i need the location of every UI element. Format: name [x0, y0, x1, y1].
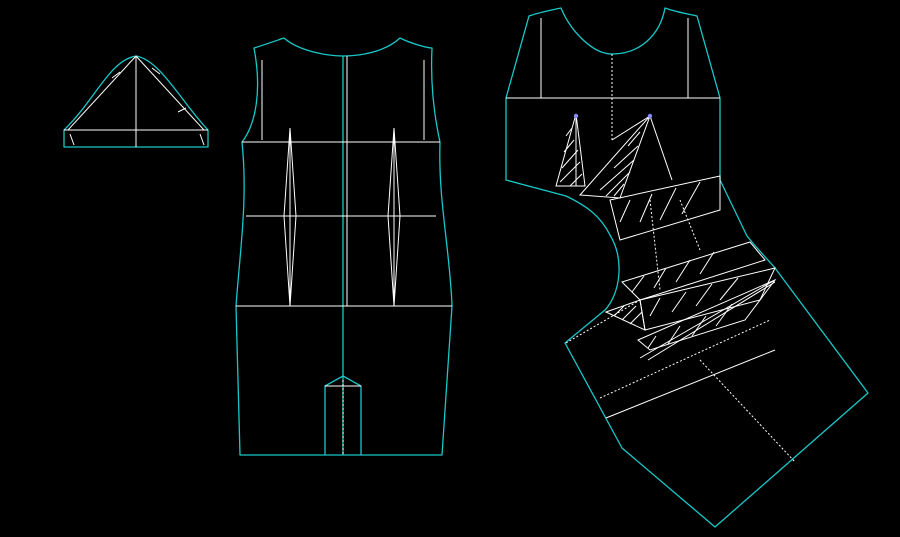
hatch [629, 311, 643, 325]
hatch [619, 199, 631, 223]
hatch [691, 315, 707, 337]
hatch [613, 183, 625, 197]
hip-guide [605, 349, 776, 419]
hatch [599, 159, 635, 191]
hatch [715, 303, 733, 327]
tuck-2-line [649, 115, 673, 181]
hatch [613, 145, 639, 169]
sleeve-outline [63, 55, 209, 148]
hatch [621, 305, 637, 321]
hatch [681, 181, 701, 215]
drape-fold-band-2 [621, 241, 766, 301]
sleeve-right-diagonal [135, 55, 205, 131]
drape-radial [639, 279, 776, 359]
hatch [719, 277, 739, 301]
back-vent [324, 375, 362, 455]
hatch [605, 171, 631, 197]
grain-line-dashed [649, 199, 661, 291]
hatch [627, 131, 641, 147]
drape-fold-band-1 [609, 175, 721, 241]
dress-front-back-piece [235, 37, 453, 456]
drape-radial [647, 281, 776, 361]
hatch [563, 139, 575, 153]
hatch [653, 267, 667, 289]
drape-fold-band-4 [637, 278, 777, 351]
tuck-2-line [611, 115, 651, 141]
side-guide-dashed [565, 299, 641, 344]
hatch [659, 187, 677, 221]
drape-tuck-2 [578, 115, 651, 199]
draped-outline [505, 7, 869, 528]
hatch [695, 283, 713, 307]
hatch [565, 127, 573, 137]
hatch [559, 161, 581, 183]
grain-line-dashed [679, 199, 701, 251]
hatch [675, 259, 691, 283]
sleeve-tick [69, 133, 75, 146]
hem-guide-dashed [699, 359, 796, 463]
sleeve-left-diagonal [67, 55, 137, 131]
hatch [649, 297, 661, 317]
sleeve-pattern-piece [63, 55, 209, 148]
hatch [631, 275, 645, 293]
hem-guide-dashed [599, 319, 771, 399]
sleeve-tick [177, 107, 187, 113]
hatch [561, 149, 579, 169]
hatch [699, 251, 715, 275]
sleeve-tick [199, 133, 205, 146]
dress-outline [235, 37, 453, 456]
draped-front-piece [505, 7, 869, 528]
tuck-1-pivot-point [573, 113, 579, 119]
side-wedge [604, 299, 646, 331]
sleeve-tick [111, 71, 121, 79]
hatch [671, 291, 687, 313]
hatch [639, 193, 653, 223]
sleeve-tick [151, 67, 161, 75]
tuck-2-pivot-point [647, 113, 653, 119]
hatch [647, 335, 657, 349]
